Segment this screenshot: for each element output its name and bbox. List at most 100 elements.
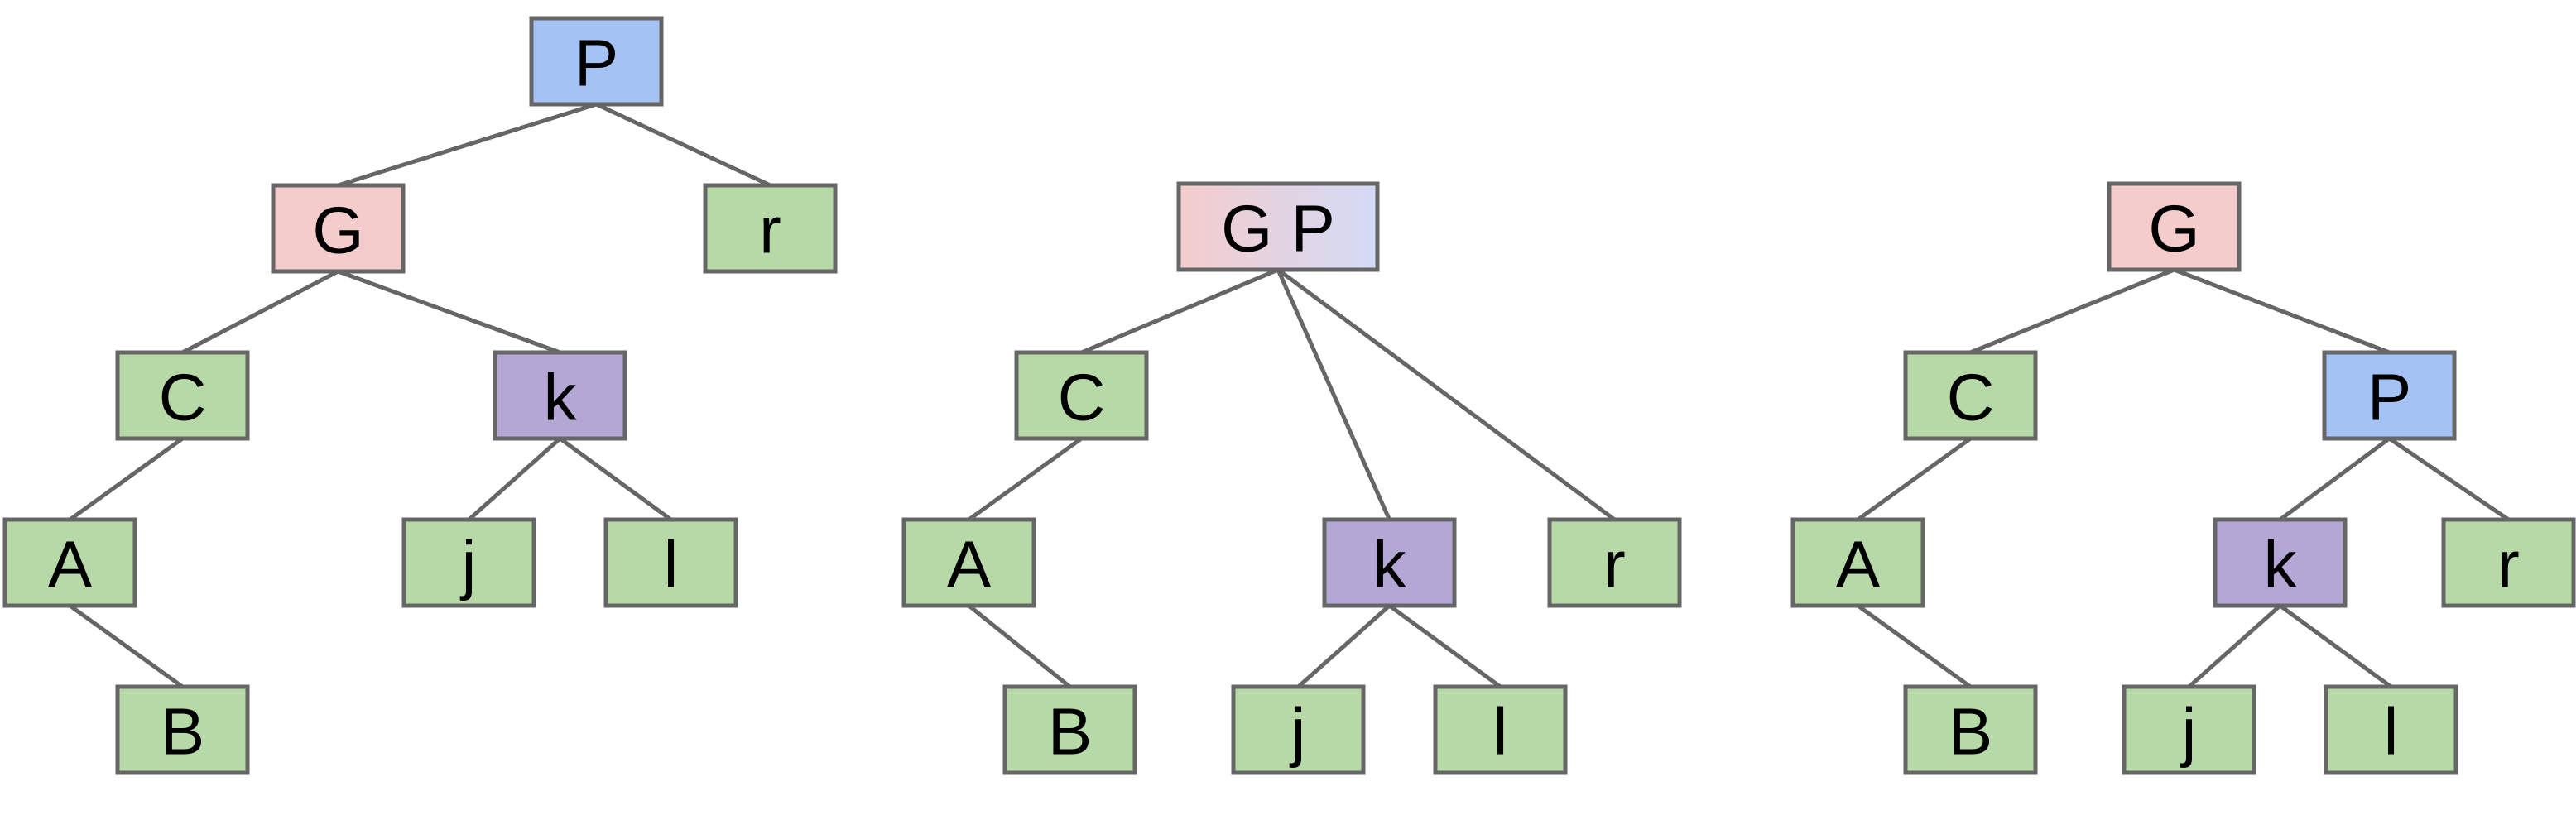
edges-layer bbox=[69, 102, 2510, 689]
node-after-k: k bbox=[2213, 517, 2348, 608]
node-after-l: l bbox=[2324, 684, 2458, 775]
node-before-j: j bbox=[401, 517, 536, 608]
node-box-before-l bbox=[603, 517, 738, 608]
node-merged-r: r bbox=[1547, 517, 1682, 608]
node-before-l: l bbox=[603, 517, 738, 608]
node-before-B: B bbox=[115, 684, 250, 775]
node-label-after-l: l bbox=[2384, 695, 2399, 769]
edge-before-G-k bbox=[337, 269, 561, 355]
edge-merged-C-A bbox=[968, 436, 1083, 522]
node-box-after-B bbox=[1903, 684, 2038, 775]
node-label-merged-A: A bbox=[947, 528, 992, 602]
edge-before-k-j bbox=[467, 437, 562, 521]
node-after-j: j bbox=[2122, 684, 2256, 775]
node-after-r: r bbox=[2441, 517, 2576, 608]
node-before-k: k bbox=[493, 350, 627, 441]
node-box-after-C bbox=[1903, 350, 2038, 441]
edge-after-G-P bbox=[2173, 267, 2391, 355]
node-box-after-P bbox=[2322, 350, 2457, 441]
node-merged-GP: G P bbox=[1176, 181, 1380, 272]
edge-before-A-B bbox=[69, 603, 184, 689]
node-label-before-r: r bbox=[759, 194, 781, 267]
node-box-after-A bbox=[1790, 517, 1925, 608]
edge-before-k-l bbox=[559, 436, 672, 522]
edge-after-G-C bbox=[1969, 267, 2175, 355]
node-merged-B: B bbox=[1002, 684, 1137, 775]
node-label-merged-GP: G P bbox=[1221, 192, 1335, 266]
node-before-G: G bbox=[271, 183, 406, 274]
node-box-merged-C bbox=[1014, 350, 1149, 441]
node-label-merged-B: B bbox=[1048, 695, 1092, 769]
node-label-merged-j: j bbox=[1290, 695, 1306, 769]
node-box-after-j bbox=[2122, 684, 2256, 775]
edge-before-C-A bbox=[69, 436, 184, 522]
node-merged-k: k bbox=[1322, 517, 1457, 608]
node-label-merged-r: r bbox=[1603, 528, 1626, 602]
node-after-B: B bbox=[1903, 684, 2038, 775]
edge-before-G-C bbox=[181, 269, 339, 355]
node-label-before-B: B bbox=[161, 695, 204, 769]
node-box-after-k bbox=[2213, 517, 2348, 608]
node-box-merged-B bbox=[1002, 684, 1137, 775]
node-before-C: C bbox=[115, 350, 250, 441]
node-label-after-A: A bbox=[1836, 528, 1881, 602]
node-label-after-C: C bbox=[1947, 361, 1995, 434]
node-box-after-l bbox=[2324, 684, 2458, 775]
node-label-merged-l: l bbox=[1493, 695, 1508, 769]
node-after-G: G bbox=[2107, 181, 2242, 272]
edge-merged-k-j bbox=[1296, 604, 1391, 688]
node-box-before-A bbox=[2, 517, 137, 608]
node-label-before-l: l bbox=[664, 528, 679, 602]
node-merged-l: l bbox=[1433, 684, 1568, 775]
node-box-merged-A bbox=[901, 517, 1036, 608]
node-label-before-j: j bbox=[460, 528, 477, 602]
edge-after-k-j bbox=[2187, 604, 2282, 688]
node-after-A: A bbox=[1790, 517, 1925, 608]
node-label-after-P: P bbox=[2367, 361, 2411, 434]
node-box-merged-j bbox=[1231, 684, 1366, 775]
edge-after-P-r bbox=[2388, 436, 2510, 522]
node-merged-A: A bbox=[901, 517, 1036, 608]
node-label-merged-k: k bbox=[1373, 528, 1407, 602]
node-box-merged-GP bbox=[1176, 181, 1380, 272]
node-box-before-C bbox=[115, 350, 250, 441]
node-box-after-r bbox=[2441, 517, 2576, 608]
node-box-before-r bbox=[703, 183, 838, 274]
edge-after-k-l bbox=[2279, 603, 2392, 689]
node-before-A: A bbox=[2, 517, 137, 608]
node-box-after-G bbox=[2107, 181, 2242, 272]
node-label-before-k: k bbox=[544, 361, 578, 434]
node-box-before-B bbox=[115, 684, 250, 775]
node-merged-C: C bbox=[1014, 350, 1149, 441]
edge-merged-A-B bbox=[967, 604, 1072, 688]
node-box-merged-l bbox=[1433, 684, 1568, 775]
node-box-merged-k bbox=[1322, 517, 1457, 608]
node-label-after-B: B bbox=[1949, 695, 1992, 769]
edge-merged-GP-r bbox=[1276, 267, 1616, 522]
edge-merged-GP-k bbox=[1276, 268, 1391, 521]
node-after-C: C bbox=[1903, 350, 2038, 441]
node-label-after-G: G bbox=[2148, 192, 2199, 266]
node-label-merged-C: C bbox=[1058, 361, 1106, 434]
node-before-P: P bbox=[529, 16, 664, 107]
node-after-P: P bbox=[2322, 350, 2457, 441]
node-box-before-P bbox=[529, 16, 664, 107]
node-box-merged-r bbox=[1547, 517, 1682, 608]
node-label-before-C: C bbox=[159, 361, 207, 434]
node-label-after-k: k bbox=[2264, 528, 2298, 602]
node-label-after-j: j bbox=[2180, 695, 2197, 769]
node-label-after-r: r bbox=[2497, 528, 2520, 602]
edge-merged-GP-C bbox=[1080, 267, 1279, 355]
node-before-r: r bbox=[703, 183, 838, 274]
edge-after-P-k bbox=[2279, 436, 2391, 522]
node-merged-j: j bbox=[1231, 684, 1366, 775]
node-box-before-G bbox=[271, 183, 406, 274]
edge-merged-k-l bbox=[1388, 603, 1502, 689]
node-box-before-j bbox=[401, 517, 536, 608]
edge-after-A-B bbox=[1857, 603, 1972, 689]
node-label-before-A: A bbox=[48, 528, 93, 602]
edge-before-P-G bbox=[337, 102, 598, 188]
node-label-before-G: G bbox=[312, 194, 363, 267]
edge-before-P-r bbox=[595, 102, 771, 188]
